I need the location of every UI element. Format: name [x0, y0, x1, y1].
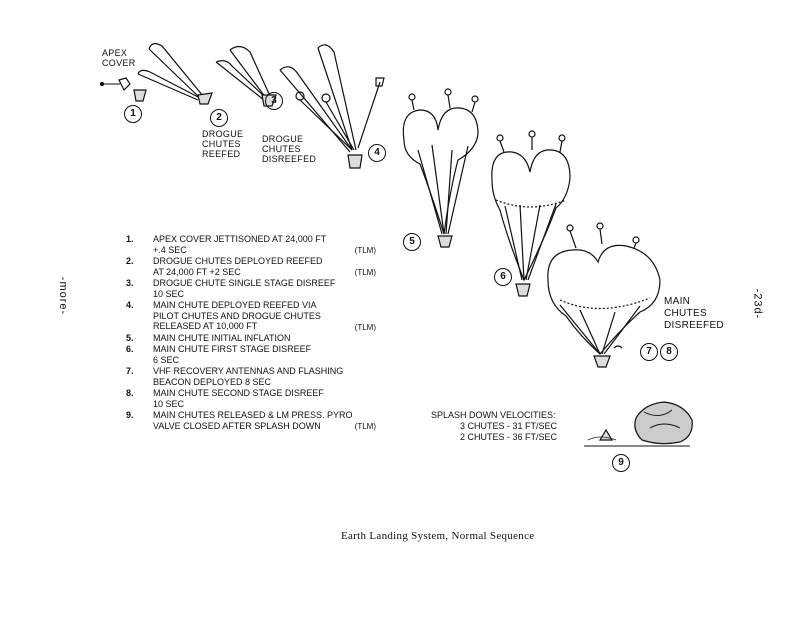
splashdown-title: SPLASH DOWN VELOCITIES:	[431, 410, 556, 420]
marker-4: 4	[368, 144, 386, 162]
marker-6: 6	[494, 268, 512, 286]
marker-2: 2	[210, 109, 228, 127]
step-item: 7.VHF RECOVERY ANTENNAS AND FLASHING BEA…	[126, 366, 344, 387]
stage-7-8-mains-disreefed	[547, 222, 661, 368]
figure-caption: Earth Landing System, Normal Sequence	[341, 530, 535, 542]
stage-2-drogues-reefed	[137, 43, 213, 105]
apex-cover-label: APEX COVER	[102, 48, 136, 68]
drogue-disreefed-label: DROGUE CHUTES DISREEFED	[262, 134, 317, 164]
marker-5: 5	[403, 233, 421, 251]
marker-8: 8	[660, 343, 678, 361]
step-item: 1.APEX COVER JETTISONED AT 24,000 FT +.4…	[126, 234, 376, 255]
step-item: 5.MAIN CHUTE INITIAL INFLATION	[126, 332, 291, 343]
step-item: 2.DROGUE CHUTES DEPLOYED REEFED AT 24,00…	[126, 256, 376, 277]
splashdown-three-chutes: 3 CHUTES - 31 FT/SEC	[460, 421, 558, 431]
stage-4-mains-reefed	[279, 44, 385, 169]
stage-1-apex-cover	[99, 77, 147, 102]
stage-6-first-disreef	[491, 130, 571, 297]
step-item: 3.DROGUE CHUTE SINGLE STAGE DISREEF 10 S…	[126, 278, 336, 299]
splashdown-two-chutes: 2 CHUTES - 36 FT/SEC	[460, 432, 558, 442]
side-note-left: -more-	[57, 276, 70, 316]
main-disreefed-label: MAIN CHUTES DISREEFED	[664, 296, 724, 331]
marker-9: 9	[612, 454, 630, 472]
marker-1: 1	[124, 105, 142, 123]
step-item: 6.MAIN CHUTE FIRST STAGE DISREEF 6 SEC	[126, 344, 312, 365]
step-item: 9.MAIN CHUTES RELEASED & LM PRESS. PYRO …	[126, 410, 376, 431]
page-number-right: -23d-	[751, 288, 764, 320]
step-item: 8.MAIN CHUTE SECOND STAGE DISREEF 10 SEC	[126, 388, 324, 409]
step-item: 4.MAIN CHUTE DEPLOYED REEFED VIA PILOT C…	[126, 300, 376, 332]
stage-5-main-inflation	[402, 88, 479, 248]
marker-3: 3	[265, 92, 283, 110]
drogue-reefed-label: DROGUE CHUTES REEFED	[202, 129, 244, 159]
marker-7: 7	[640, 343, 658, 361]
sequence-steps-list: 1.APEX COVER JETTISONED AT 24,000 FT +.4…	[126, 234, 386, 432]
stage-9-splashdown	[584, 401, 693, 447]
